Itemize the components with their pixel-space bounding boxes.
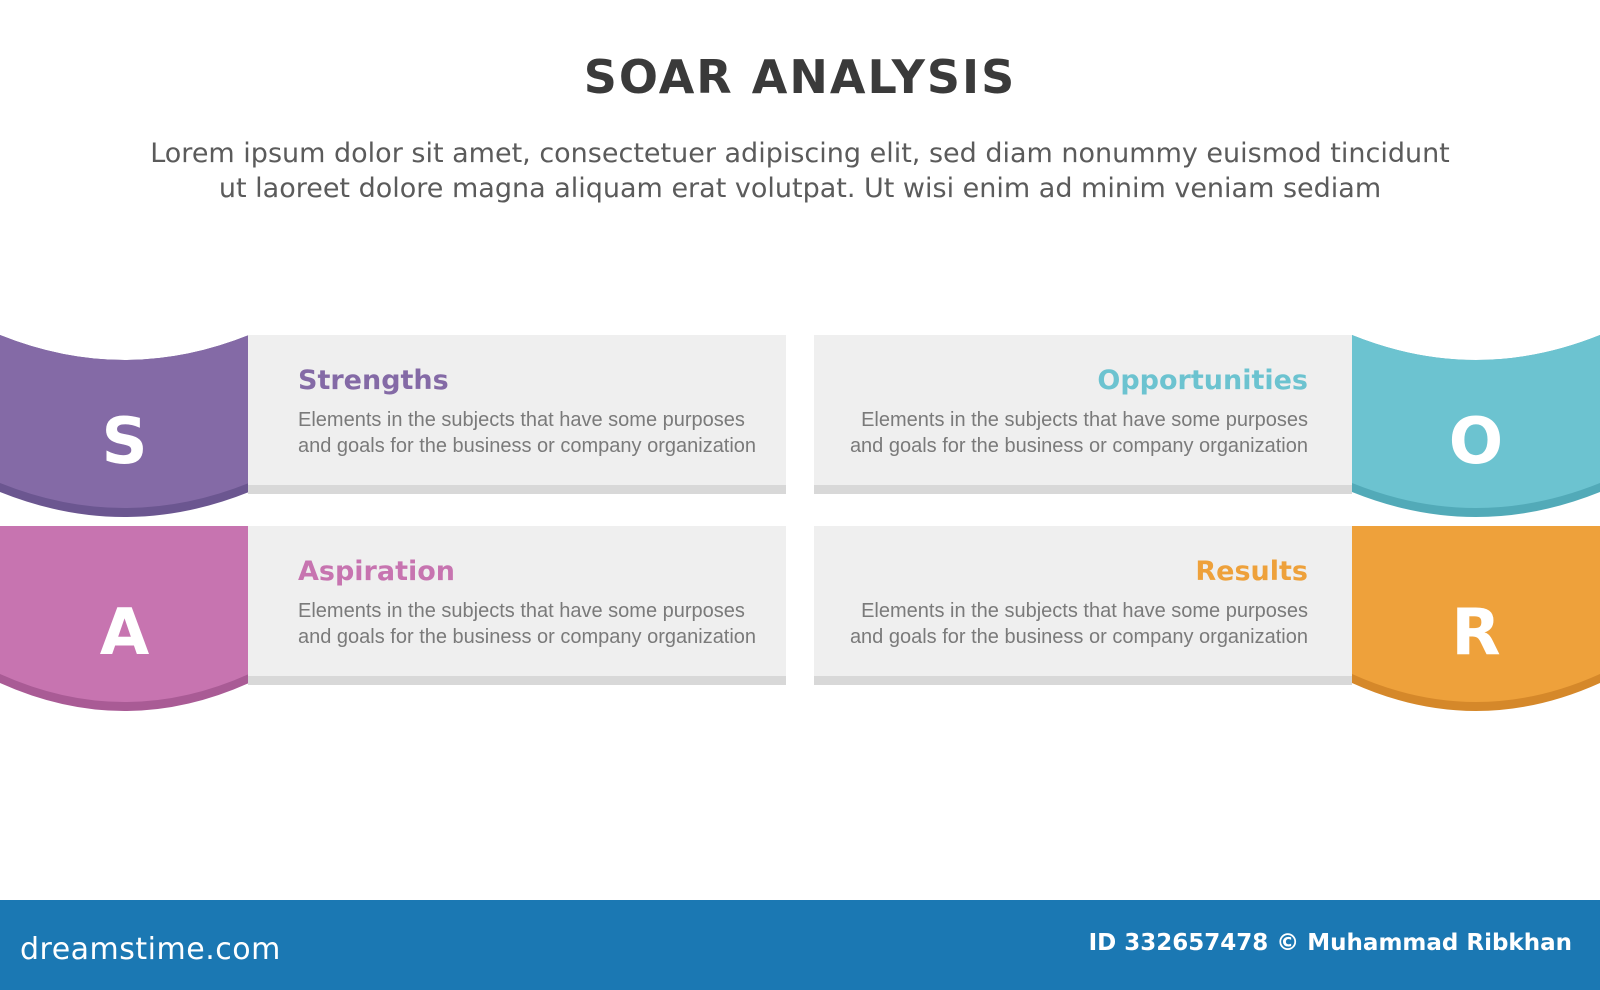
opportunities-banner-shape [1352, 335, 1600, 517]
opportunities-description: Elements in the subjects that have some … [838, 407, 1308, 459]
subtitle-line-1: Lorem ipsum dolor sit amet, consectetuer… [150, 138, 1450, 169]
footer-credit: ID 332657478 © Muhammad Ribkhan [1088, 930, 1572, 956]
opportunities-badge: O [1352, 335, 1600, 525]
results-badge: R [1352, 526, 1600, 718]
results-desc-line-2: and goals for the business or company or… [849, 626, 1308, 648]
strengths-card: Strengths Elements in the subjects that … [248, 335, 786, 494]
aspiration-desc-line-2: and goals for the business or company or… [298, 626, 757, 648]
aspiration-description: Elements in the subjects that have some … [298, 598, 768, 650]
results-heading: Results [1195, 556, 1308, 587]
results-letter: R [1451, 596, 1501, 670]
strengths-banner-shape [0, 335, 249, 517]
aspiration-banner-shape [0, 526, 249, 711]
opportunities-banner-fill [1352, 335, 1600, 508]
page-title: SOAR ANALYSIS [583, 50, 1017, 104]
strengths-banner-fill [0, 335, 249, 508]
results-card: Results Elements in the subjects that ha… [814, 526, 1352, 685]
opportunities-desc-line-1: Elements in the subjects that have some … [861, 409, 1308, 431]
results-description: Elements in the subjects that have some … [838, 598, 1308, 650]
opportunities-card: Opportunities Elements in the subjects t… [814, 335, 1352, 494]
results-banner-shape [1352, 526, 1600, 711]
aspiration-banner-fill [0, 526, 249, 702]
footer-logo: dreamstime.com [20, 932, 281, 967]
opportunities-desc-line-2: and goals for the business or company or… [849, 435, 1308, 457]
subtitle-line-2: ut laoreet dolore magna aliquam erat vol… [218, 173, 1382, 204]
strengths-letter: S [101, 405, 148, 479]
footer-bar: dreamstime.com ID 332657478 © Muhammad R… [0, 900, 1600, 990]
aspiration-letter: A [99, 596, 150, 670]
results-desc-line-1: Elements in the subjects that have some … [861, 600, 1308, 622]
results-banner-fill [1352, 526, 1600, 702]
aspiration-heading: Aspiration [298, 556, 456, 587]
strengths-description: Elements in the subjects that have some … [298, 407, 768, 459]
strengths-heading: Strengths [298, 365, 449, 396]
aspiration-badge: A [0, 526, 249, 718]
strengths-badge: S [0, 335, 249, 525]
opportunities-letter: O [1448, 405, 1504, 479]
strengths-desc-line-2: and goals for the business or company or… [298, 435, 757, 457]
strengths-desc-line-1: Elements in the subjects that have some … [298, 409, 745, 431]
opportunities-heading: Opportunities [1097, 365, 1308, 396]
aspiration-card: Aspiration Elements in the subjects that… [248, 526, 786, 685]
page-subtitle: Lorem ipsum dolor sit amet, consectetuer… [100, 136, 1500, 206]
aspiration-desc-line-1: Elements in the subjects that have some … [298, 600, 745, 622]
